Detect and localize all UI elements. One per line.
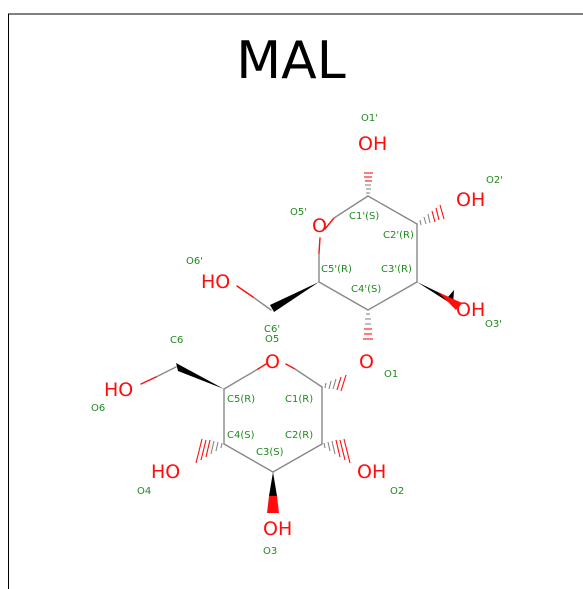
diagram-title: MAL — [236, 31, 345, 91]
atom-o5p: O — [312, 215, 327, 237]
atom-o4: HO — [151, 461, 180, 483]
upper-hashed-bonds — [363, 172, 445, 340]
wedge-c3-o3-red — [267, 496, 279, 513]
atom-o6p: HO — [201, 271, 230, 293]
label-c5p: C5'(R) — [321, 264, 352, 275]
label-c1p: C1'(S) — [349, 211, 379, 222]
atom-o1p: OH — [358, 133, 387, 155]
label-o3: O3 — [263, 546, 277, 557]
label-o6: O6 — [91, 403, 105, 414]
label-o3p: O3' — [485, 319, 502, 330]
label-c3: C3(S) — [256, 447, 284, 458]
atom-o3: OH — [263, 518, 292, 540]
label-o4: O4 — [137, 486, 151, 497]
label-c4: C4(S) — [227, 430, 255, 441]
wedge-c5p-c6p — [270, 282, 319, 312]
label-c5: C5(R) — [227, 394, 255, 405]
wedge-c3-o3 — [269, 472, 277, 496]
label-c4p: C4'(S) — [351, 284, 381, 295]
atom-o6: HO — [104, 379, 133, 401]
atom-o1: O — [359, 351, 374, 373]
label-c3p: C3'(R) — [381, 264, 412, 275]
upper-ring-bonds — [236, 195, 418, 311]
label-c6p: C6' — [264, 324, 280, 335]
label-o5p: O5' — [290, 207, 307, 218]
atom-labels: O1' O2' O5' C1'(S) C2'(R) O6' C5'(R) C3'… — [91, 113, 503, 557]
label-o1p: O1' — [361, 113, 378, 124]
atom-o5: O — [265, 351, 280, 373]
label-c2p: C2'(R) — [383, 230, 414, 241]
label-o2: O2 — [390, 486, 404, 497]
atom-o2: OH — [357, 461, 386, 483]
wedge-c3p-o3p-red — [438, 292, 462, 310]
lower-ring-bonds — [140, 363, 323, 473]
wedge-c5-c6 — [176, 363, 224, 389]
label-o1: O1 — [384, 369, 398, 380]
atom-o2p: OH — [456, 189, 485, 211]
label-o6p: O6' — [186, 256, 203, 267]
lower-hashed-bonds — [195, 374, 351, 464]
label-c2: C2(R) — [285, 430, 313, 441]
label-o2p: O2' — [486, 175, 503, 186]
wedge-c3p-o3p — [417, 282, 454, 305]
label-c6: C6 — [170, 335, 183, 346]
label-o5: O5 — [265, 334, 279, 345]
label-c1: C1(R) — [285, 394, 313, 405]
atom-o3p: OH — [456, 299, 485, 321]
